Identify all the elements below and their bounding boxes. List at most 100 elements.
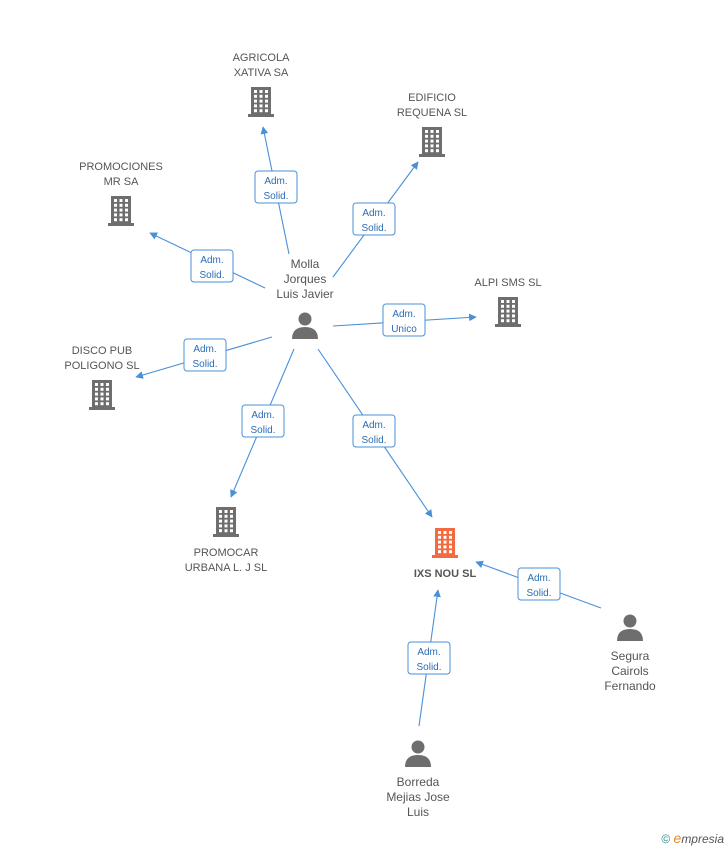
role-badge-molla-ixs[interactable]: Adm. Solid.	[352, 414, 396, 448]
role-badge-text-line: Adm.	[200, 255, 223, 266]
company-label-line: AGRICOLA	[233, 52, 291, 64]
company-node-disco[interactable]: DISCO PUB POLIGONO SL	[64, 345, 140, 410]
role-badge-text-line: Adm.	[527, 573, 550, 584]
role-badge-box	[190, 249, 234, 283]
role-badge-text-line: Solid.	[263, 191, 288, 202]
company-label: DISCO PUB POLIGONO SL	[64, 345, 139, 372]
role-badge-box	[254, 170, 298, 204]
person-icon[interactable]	[617, 614, 643, 642]
role-badge-text-line: Unico	[391, 324, 417, 335]
role-badge-text-line: Solid.	[361, 223, 386, 234]
company-node-alpi[interactable]: ALPI SMS SL	[474, 277, 542, 327]
role-badge-box	[407, 641, 451, 675]
person-label-line: Jorques	[284, 272, 327, 286]
role-badge-molla-edificio[interactable]: Adm. Solid.	[352, 202, 396, 236]
role-badge-text-line: Adm.	[362, 208, 385, 219]
role-badge-text-line: Solid.	[250, 425, 275, 436]
role-badge-text: Adm. Solid.	[361, 420, 386, 446]
building-icon[interactable]	[89, 380, 115, 410]
building-icon[interactable]	[108, 196, 134, 226]
role-badge-text-line: Adm.	[417, 647, 440, 658]
role-badge-text: Adm. Solid.	[199, 255, 224, 281]
company-label-line: PROMOCIONES	[79, 161, 163, 173]
role-badge-text: Adm. Solid.	[526, 573, 551, 599]
role-badge-box	[382, 303, 426, 337]
role-badge-text-line: Adm.	[264, 176, 287, 187]
role-badge-molla-disco[interactable]: Adm. Solid.	[183, 338, 227, 372]
person-label-line: Borreda	[397, 775, 440, 789]
role-badge-text: Adm. Solid.	[192, 344, 217, 370]
brand-initial: e	[673, 830, 682, 846]
company-label-line: MR SA	[104, 176, 140, 188]
role-badge-molla-promocar[interactable]: Adm. Solid.	[241, 404, 285, 438]
role-badge-molla-alpi[interactable]: Adm. Unico	[382, 303, 426, 337]
person-label-line: Segura	[611, 649, 650, 663]
role-badge-text-line: Solid.	[192, 359, 217, 370]
person-label-line: Cairols	[611, 664, 648, 678]
company-label: AGRICOLA XATIVA SA	[233, 52, 291, 79]
role-badge-text: Adm. Unico	[391, 309, 417, 335]
role-badge-text-line: Adm.	[251, 410, 274, 421]
role-badge-text: Adm. Solid.	[361, 208, 386, 234]
company-label: PROMOCAR URBANA L. J SL	[185, 547, 268, 574]
company-label-line: PROMOCAR	[194, 547, 259, 559]
company-label-line: XATIVA SA	[234, 67, 289, 79]
role-badge-text-line: Adm.	[362, 420, 385, 431]
role-badge-molla-promociones[interactable]: Adm. Solid.	[190, 249, 234, 283]
company-label-line: URBANA L. J SL	[185, 562, 268, 574]
role-badge-text-line: Solid.	[361, 435, 386, 446]
company-label-line: ALPI SMS SL	[474, 277, 541, 289]
company-label: EDIFICIO REQUENA SL	[397, 92, 467, 119]
building-icon[interactable]	[248, 87, 274, 117]
role-badge-text-line: Adm.	[392, 309, 415, 320]
copyright-symbol: ©	[661, 832, 671, 846]
role-badge-box	[352, 202, 396, 236]
company-node-edificio[interactable]: EDIFICIO REQUENA SL	[397, 92, 467, 157]
company-label: PROMOCIONES MR SA	[79, 161, 163, 188]
company-node-promocar[interactable]: PROMOCAR URBANA L. J SL	[185, 507, 268, 574]
company-label-line: DISCO PUB	[72, 345, 133, 357]
company-label: IXS NOU SL	[414, 568, 477, 580]
role-badge-box	[183, 338, 227, 372]
role-badge-text-line: Solid.	[526, 588, 551, 599]
company-label: ALPI SMS SL	[474, 277, 541, 289]
role-badge-molla-agricola[interactable]: Adm. Solid.	[254, 170, 298, 204]
company-label-line: EDIFICIO	[408, 92, 456, 104]
role-badge-box	[517, 567, 561, 601]
role-badge-text-line: Solid.	[199, 270, 224, 281]
brand-name: mpresia	[681, 832, 724, 846]
building-icon[interactable]	[213, 507, 239, 537]
company-node-promociones[interactable]: PROMOCIONES MR SA	[79, 161, 163, 226]
role-badge-text-line: Solid.	[416, 662, 441, 673]
role-badge-box	[241, 404, 285, 438]
person-label-line: Fernando	[604, 679, 656, 693]
person-label-line: Luis Javier	[276, 287, 333, 301]
company-label-line: REQUENA SL	[397, 107, 467, 119]
role-badge-box	[352, 414, 396, 448]
person-label-line: Molla	[291, 257, 320, 271]
building-icon[interactable]	[419, 127, 445, 157]
role-badge-borreda-ixs[interactable]: Adm. Solid.	[407, 641, 451, 675]
company-label-line: IXS NOU SL	[414, 568, 477, 580]
building-icon[interactable]	[495, 297, 521, 327]
company-node-ixs[interactable]: IXS NOU SL	[414, 528, 477, 580]
role-badge-text: Adm. Solid.	[416, 647, 441, 673]
role-badge-text-line: Adm.	[193, 344, 216, 355]
role-badge-segura-ixs[interactable]: Adm. Solid.	[517, 567, 561, 601]
footer-brand[interactable]: © empresia	[661, 830, 724, 846]
person-icon[interactable]	[405, 740, 431, 768]
person-icon[interactable]	[292, 312, 318, 340]
building-icon[interactable]	[432, 528, 458, 558]
role-badge-text: Adm. Solid.	[263, 176, 288, 202]
role-badge-text: Adm. Solid.	[250, 410, 275, 436]
company-node-agricola[interactable]: AGRICOLA XATIVA SA	[233, 52, 291, 117]
company-label-line: POLIGONO SL	[64, 360, 139, 372]
person-label-line: Mejias Jose	[386, 790, 450, 804]
